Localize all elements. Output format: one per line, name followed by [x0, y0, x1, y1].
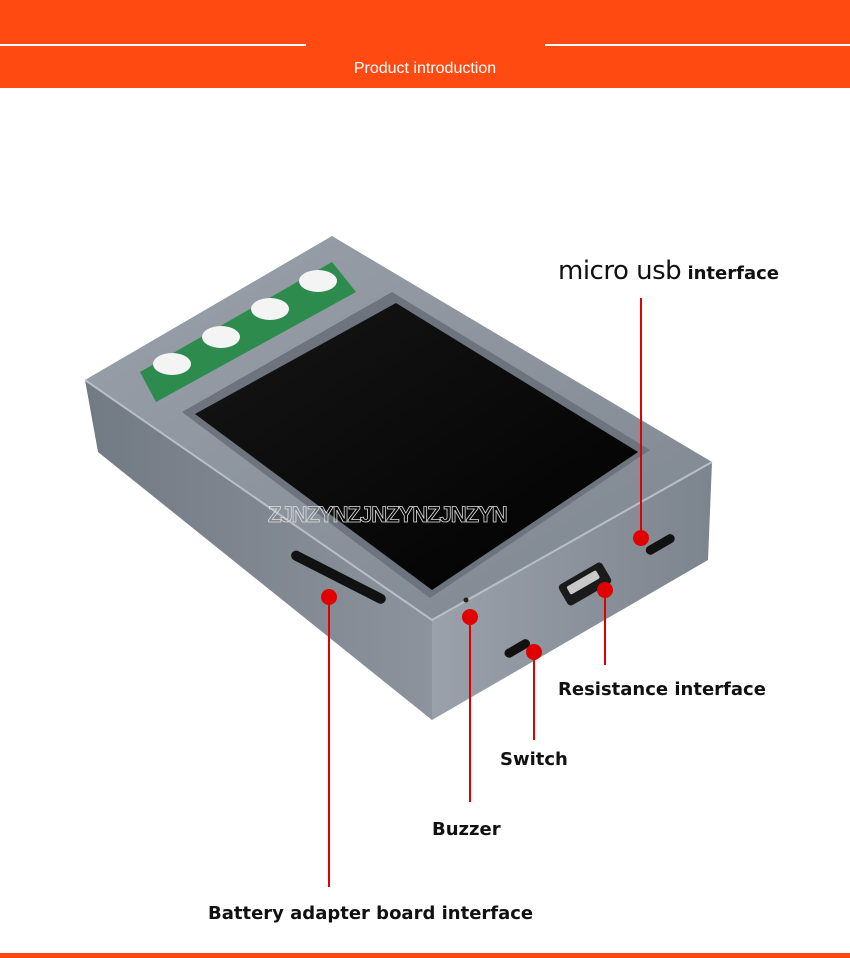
led-light-1 — [153, 353, 191, 375]
switch-slot — [504, 639, 530, 658]
buzzer-dot — [462, 609, 478, 625]
resistance-dot — [597, 582, 613, 598]
display-screen — [182, 292, 650, 598]
micro-usb-label-suffix: interface — [681, 263, 779, 284]
micro-usb-label: micro usb interface — [558, 256, 779, 286]
resistance-label: Resistance interface — [558, 679, 766, 700]
header-banner: Product introduction — [0, 0, 850, 88]
micro-usb-label-main: micro usb — [558, 256, 682, 286]
battery-label: Battery adapter board interface — [208, 903, 534, 924]
banner-title: Product introduction — [353, 60, 497, 77]
watermark-text: ZJNZYNZJNZYNZJNZYN — [268, 502, 507, 527]
led-light-4 — [299, 270, 337, 292]
battery-dot — [321, 589, 337, 605]
banner-divider-right — [545, 44, 850, 46]
buzzer-label: Buzzer — [432, 819, 501, 840]
micro-usb-port — [645, 534, 675, 555]
led-light-3 — [251, 298, 289, 320]
micro-usb-dot — [633, 530, 649, 546]
banner-divider-left — [0, 44, 306, 46]
bottom-rule — [0, 953, 850, 958]
led-light-2 — [202, 326, 240, 348]
switch-dot — [526, 644, 542, 660]
callout-dots — [321, 530, 649, 660]
switch-label: Switch — [500, 749, 568, 770]
battery-adapter-slot — [291, 550, 386, 604]
led-strip — [140, 262, 356, 402]
callout-lines — [328, 298, 642, 887]
buzzer-hole — [463, 597, 469, 603]
